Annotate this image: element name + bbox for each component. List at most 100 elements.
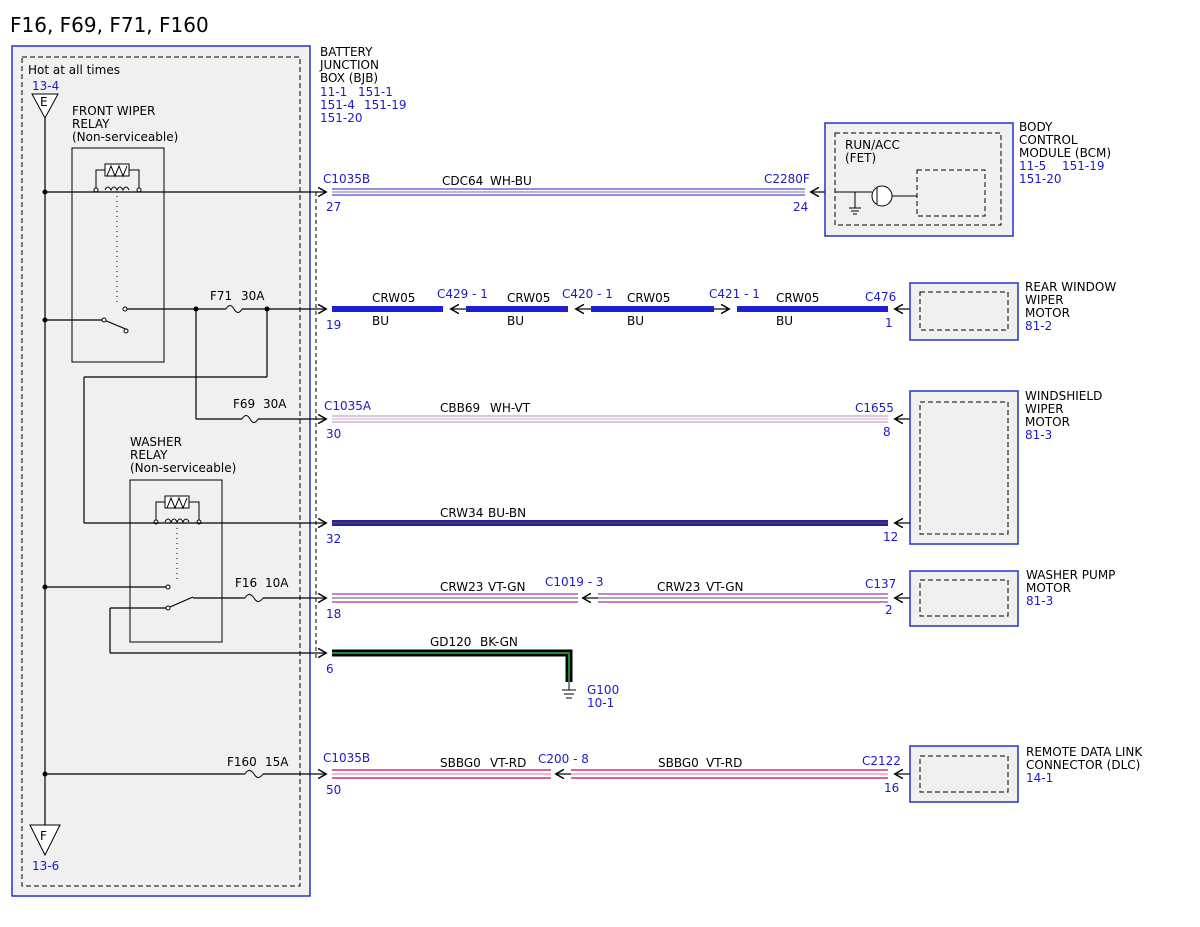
bjb-connector-arrows (310, 192, 325, 774)
dlc-box (909, 745, 1019, 803)
fuse-f71: F71 30A (210, 289, 265, 313)
sbbg0-wire-1: SBBG0 (440, 756, 481, 770)
dlc-name-2: CONNECTOR (DLC) (1026, 758, 1140, 772)
fuse-f160-rating: 15A (265, 755, 289, 769)
circuit-sbbg0: C1035B 50 SBBG0 VT-RD C200 - 8 SBBG0 VT-… (323, 751, 910, 797)
crw05-seg4-color: BU (776, 314, 793, 328)
washer-relay-label-2: RELAY (130, 448, 168, 462)
crw23-color-1: VT-GN (488, 580, 525, 594)
bus-top-ref: 13-4 (32, 79, 59, 93)
circuit-crw34: 32 CRW34 BU-BN 12 (326, 506, 910, 546)
sbbg0-wire-2: SBBG0 (658, 756, 699, 770)
dlc-inner (919, 755, 1009, 793)
bjb-box (11, 45, 311, 897)
crw05-inline-2: C420 - 1 (562, 287, 613, 301)
dlc-name-1: REMOTE DATA LINK (1026, 745, 1143, 759)
cdc64-pin-left: 27 (326, 200, 341, 214)
front-relay-box (71, 147, 165, 363)
fuse-f16-name: F16 (235, 576, 257, 590)
bjb-name-3: BOX (BJB) (320, 71, 378, 85)
crw05-seg2-wire: CRW05 (507, 291, 550, 305)
rear-motor-name-3: MOTOR (1025, 306, 1070, 320)
fuse-f69: F69 30A (233, 397, 287, 423)
crw34-pin-right: 12 (883, 530, 898, 544)
bcm-ref-3: 151-20 (1019, 172, 1062, 186)
fuse-f160: F160 15A (227, 755, 289, 778)
bjb-ref-3: 151-4 (320, 98, 355, 112)
crw34-pin-left: 32 (326, 532, 341, 546)
sbbg0-inline: C200 - 8 (538, 752, 589, 766)
crw05-pin-left: 19 (326, 318, 341, 332)
front-relay-label-2: RELAY (72, 117, 110, 131)
crw05-inline-1: C429 - 1 (437, 287, 488, 301)
circuit-cdc64: C1035B 27 CDC64 WH-BU C2280F 24 (323, 172, 835, 214)
bjb-name-2: JUNCTION (319, 58, 379, 72)
circuit-cbb69: C1035A 30 CBB69 WH-VT C1655 8 (324, 399, 910, 441)
crw05-seg4-wire: CRW05 (776, 291, 819, 305)
crw34-wire: CRW34 (440, 506, 483, 520)
pump-inner (919, 579, 1009, 617)
front-relay-contact (122, 306, 128, 312)
gd120-color: BK-GN (480, 635, 518, 649)
fuse-f71-rating: 30A (241, 289, 265, 303)
pump-name-1: WASHER PUMP (1026, 568, 1115, 582)
ground-ref: 10-1 (587, 696, 614, 710)
washer-relay-label-3: (Non-serviceable) (130, 461, 236, 475)
cbb69-pin-right: 8 (883, 425, 891, 439)
pump-name-2: MOTOR (1026, 581, 1071, 595)
ws-motor-name-3: MOTOR (1025, 415, 1070, 429)
cbb69-conn-left: C1035A (324, 399, 372, 413)
crw34-color: BU-BN (488, 506, 526, 520)
bcm-ref-2: 151-19 (1062, 159, 1105, 173)
bjb-name-1: BATTERY (320, 45, 373, 59)
bcm-fet-symbol (835, 185, 917, 215)
sbbg0-color-2: VT-RD (706, 756, 742, 770)
bjb-ref-2: 151-1 (358, 85, 393, 99)
crw23-color-2: VT-GN (706, 580, 743, 594)
rear-motor-name-1: REAR WINDOW (1025, 280, 1116, 294)
fuse-f71-name: F71 (210, 289, 232, 303)
ws-motor-box (909, 390, 1019, 545)
ws-motor-inner (919, 401, 1009, 535)
bcm-box (824, 122, 1014, 237)
cdc64-wire: CDC64 (442, 174, 483, 188)
front-relay-switch-arm (103, 319, 129, 331)
fuse-f69-rating: 30A (263, 397, 287, 411)
pump-ref: 81-3 (1026, 594, 1053, 608)
front-relay-pivot (101, 317, 107, 323)
bjb-ref-4: 151-19 (364, 98, 407, 112)
diagram-title: F16, F69, F71, F160 (10, 13, 209, 37)
rear-motor-name-2: WIPER (1025, 293, 1064, 307)
crw05-seg1-color: BU (372, 314, 389, 328)
cbb69-wire: CBB69 (440, 401, 480, 415)
crw05-seg1-wire: CRW05 (372, 291, 415, 305)
gd120-pin-left: 6 (326, 662, 334, 676)
cbb69-color: WH-VT (490, 401, 531, 415)
cdc64-color: WH-BU (490, 174, 532, 188)
ws-motor-ref: 81-3 (1025, 428, 1052, 442)
bcm-name-3: MODULE (BCM) (1019, 146, 1111, 160)
hot-at-all-times: Hot at all times (28, 63, 120, 77)
bus-bottom-letter: F (40, 829, 47, 843)
cbb69-pin-left: 30 (326, 427, 341, 441)
front-relay-label-1: FRONT WIPER (72, 104, 155, 118)
sbbg0-conn-left: C1035B (323, 751, 370, 765)
crw23-wire-2: CRW23 (657, 580, 700, 594)
cdc64-pin-right: 24 (793, 200, 808, 214)
sbbg0-color-1: VT-RD (490, 756, 526, 770)
bcm-name-2: CONTROL (1019, 133, 1078, 147)
crw05-pin-right: 1 (885, 316, 893, 330)
bcm-fet-box (916, 169, 986, 217)
sbbg0-pin-right: 16 (884, 781, 899, 795)
washer-relay-coil (153, 495, 202, 525)
cdc64-conn-left: C1035B (323, 172, 370, 186)
bcm-inner (834, 132, 1002, 226)
fuse-f69-name: F69 (233, 397, 255, 411)
ground-name: G100 (587, 683, 619, 697)
crw05-seg2-color: BU (507, 314, 524, 328)
rear-motor-ref: 81-2 (1025, 319, 1052, 333)
bus-bottom-ref: 13-6 (32, 859, 59, 873)
front-relay-coil (93, 163, 142, 193)
bcm-ref-1: 11-5 (1019, 159, 1046, 173)
pump-box (909, 570, 1019, 627)
